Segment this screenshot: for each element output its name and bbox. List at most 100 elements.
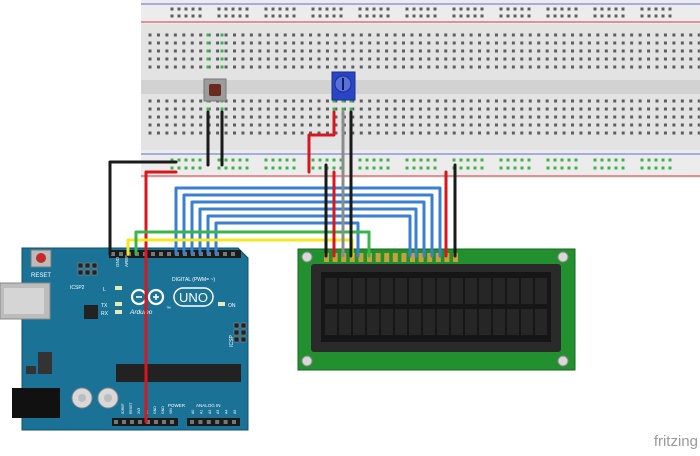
rail-hole bbox=[312, 8, 315, 11]
breadboard-hole bbox=[512, 100, 515, 103]
breadboard-hole bbox=[149, 108, 152, 111]
rail-hole bbox=[171, 8, 174, 11]
breadboard-hole bbox=[216, 124, 219, 127]
breadboard-hole bbox=[427, 58, 430, 61]
breadboard-hole bbox=[487, 132, 490, 135]
rail-hole bbox=[420, 8, 423, 11]
rail-hole-connected bbox=[554, 159, 557, 162]
rail-hole bbox=[199, 15, 202, 18]
voltage-regulator-icon bbox=[38, 352, 52, 374]
rail-hole-connected bbox=[622, 159, 625, 162]
reset-button[interactable] bbox=[36, 253, 46, 263]
capacitor-top bbox=[78, 394, 86, 402]
rail-hole bbox=[265, 8, 268, 11]
breadboard-hole bbox=[529, 58, 532, 61]
breadboard-hole-connected bbox=[207, 108, 210, 111]
breadboard-hole bbox=[402, 58, 405, 61]
rail-hole-connected bbox=[554, 167, 557, 170]
breadboard-hole bbox=[470, 58, 473, 61]
rail-hole-connected bbox=[641, 159, 644, 162]
breadboard-hole bbox=[554, 42, 557, 45]
breadboard-hole bbox=[681, 42, 684, 45]
pushbutton-cap[interactable] bbox=[209, 84, 221, 96]
breadboard-hole bbox=[639, 132, 642, 135]
breadboard-hole bbox=[318, 58, 321, 61]
breadboard-hole bbox=[529, 50, 532, 53]
breadboard-hole bbox=[351, 66, 354, 69]
lcd-mount-hole bbox=[302, 252, 312, 262]
digital-pin bbox=[111, 252, 115, 256]
breadboard-hole bbox=[664, 108, 667, 111]
breadboard-hole bbox=[309, 34, 312, 37]
breadboard-hole bbox=[318, 124, 321, 127]
breadboard-hole bbox=[487, 116, 490, 119]
breadboard-hole bbox=[546, 42, 549, 45]
breadboard-hole bbox=[605, 66, 608, 69]
breadboard-hole-connected bbox=[221, 108, 224, 111]
breadboard-hole bbox=[258, 100, 261, 103]
breadboard-hole bbox=[368, 100, 371, 103]
breadboard-hole bbox=[326, 100, 329, 103]
fritzing-watermark: fritzing bbox=[654, 433, 698, 450]
rail-hole-connected bbox=[326, 159, 329, 162]
breadboard-hole bbox=[579, 42, 582, 45]
analog-pin bbox=[198, 420, 202, 424]
breadboard-hole bbox=[157, 58, 160, 61]
breadboard-hole bbox=[258, 42, 261, 45]
rail-hole bbox=[406, 8, 409, 11]
pushbutton-icon[interactable] bbox=[204, 79, 226, 101]
rail-hole bbox=[427, 15, 430, 18]
breadboard-hole bbox=[174, 108, 177, 111]
rail-hole bbox=[467, 8, 470, 11]
breadboard-hole bbox=[360, 50, 363, 53]
regulator-small bbox=[26, 366, 36, 374]
breadboard-hole bbox=[410, 58, 413, 61]
breadboard-hole bbox=[630, 100, 633, 103]
breadboard-hole bbox=[377, 66, 380, 69]
breadboard-hole bbox=[199, 50, 202, 53]
icsp2-pin bbox=[92, 263, 97, 268]
breadboard-hole bbox=[191, 124, 194, 127]
breadboard-hole bbox=[233, 42, 236, 45]
potentiometer-icon[interactable] bbox=[332, 72, 355, 100]
breadboard-hole bbox=[588, 66, 591, 69]
breadboard-hole bbox=[546, 100, 549, 103]
breadboard-hole bbox=[537, 100, 540, 103]
breadboard-hole bbox=[664, 34, 667, 37]
breadboard-hole bbox=[165, 66, 168, 69]
rail-hole-connected bbox=[387, 167, 390, 170]
rail-hole-connected bbox=[286, 167, 289, 170]
breadboard-hole bbox=[503, 124, 506, 127]
breadboard-hole bbox=[478, 132, 481, 135]
breadboard-hole bbox=[444, 34, 447, 37]
rail-hole-connected bbox=[279, 167, 282, 170]
breadboard-hole bbox=[165, 124, 168, 127]
rail-hole bbox=[272, 8, 275, 11]
rail-hole-connected bbox=[420, 159, 423, 162]
breadboard-hole bbox=[326, 124, 329, 127]
power-pin bbox=[162, 420, 166, 424]
breadboard-hole bbox=[394, 124, 397, 127]
lcd-cell bbox=[381, 309, 393, 335]
breadboard-hole bbox=[689, 58, 692, 61]
breadboard-hole bbox=[664, 100, 667, 103]
breadboard-hole bbox=[588, 124, 591, 127]
breadboard-hole bbox=[647, 50, 650, 53]
wire-d11-en[interactable] bbox=[184, 195, 432, 256]
breadboard-hole bbox=[596, 58, 599, 61]
rail-hole-connected bbox=[359, 167, 362, 170]
rail-hole bbox=[601, 8, 604, 11]
breadboard-hole bbox=[436, 34, 439, 37]
breadboard-hole bbox=[149, 42, 152, 45]
breadboard-hole bbox=[639, 50, 642, 53]
breadboard-hole bbox=[216, 108, 219, 111]
breadboard-hole bbox=[360, 108, 363, 111]
breadboard-hole bbox=[241, 132, 244, 135]
breadboard-hole bbox=[444, 100, 447, 103]
breadboard-hole bbox=[410, 50, 413, 53]
breadboard-hole bbox=[681, 100, 684, 103]
breadboard-hole bbox=[368, 50, 371, 53]
analog-pin bbox=[215, 420, 219, 424]
rail-hole-connected bbox=[514, 167, 517, 170]
breadboard-hole bbox=[275, 132, 278, 135]
